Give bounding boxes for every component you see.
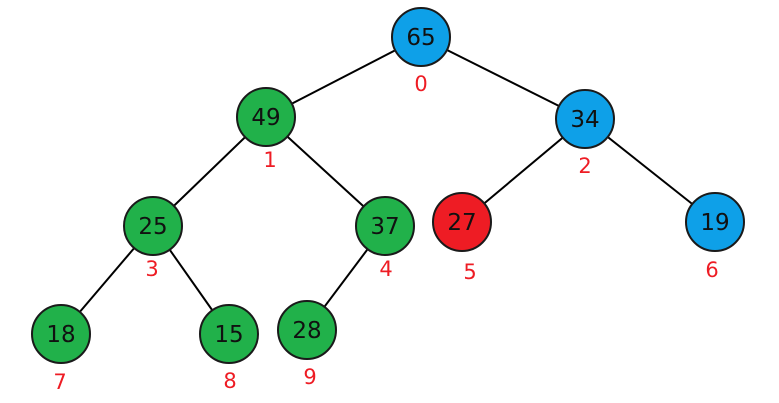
node-index-label: 6 — [705, 258, 718, 282]
node-circle — [277, 300, 337, 360]
node-index-label: 9 — [303, 365, 316, 389]
heap-node-9: 28 9 — [277, 300, 337, 389]
node-index-label: 8 — [223, 369, 236, 393]
heap-node-5: 27 5 — [432, 192, 492, 284]
heap-node-1: 49 1 — [236, 87, 296, 172]
node-value: 27 — [447, 210, 476, 236]
node-index-label: 0 — [414, 72, 427, 96]
heap-node-4: 37 4 — [355, 196, 415, 281]
heap-node-0: 65 0 — [391, 7, 451, 96]
node-circle — [31, 304, 91, 364]
node-circle — [391, 7, 451, 67]
node-index-label: 4 — [379, 257, 392, 281]
node-value: 49 — [251, 105, 280, 131]
node-value: 34 — [570, 107, 599, 133]
edge-0-2 — [420, 36, 586, 120]
node-circle — [199, 304, 259, 364]
node-circle — [685, 192, 745, 252]
node-value: 19 — [700, 210, 729, 236]
node-circle — [355, 196, 415, 256]
node-index-label: 2 — [578, 154, 591, 178]
heap-node-6: 19 6 — [685, 192, 745, 282]
node-value: 65 — [406, 25, 435, 51]
node-index-label: 3 — [145, 257, 158, 281]
heap-node-7: 18 7 — [31, 304, 91, 394]
node-value: 28 — [292, 318, 321, 344]
heap-node-3: 25 3 — [123, 196, 183, 281]
node-value: 25 — [138, 214, 167, 240]
node-index-label: 7 — [53, 370, 66, 394]
node-value: 18 — [46, 322, 75, 348]
node-circle — [432, 192, 492, 252]
node-circle — [236, 87, 296, 147]
heap-node-2: 34 2 — [555, 89, 615, 178]
node-index-label: 5 — [463, 260, 476, 284]
node-index-label: 1 — [263, 148, 276, 172]
node-value: 15 — [214, 322, 243, 348]
nodes-layer: 65 0 49 1 34 2 25 3 37 4 27 5 19 6 18 7 15 8 28 9 — [31, 7, 745, 394]
node-value: 37 — [370, 214, 399, 240]
node-circle — [555, 89, 615, 149]
edges-layer — [60, 36, 716, 335]
heap-node-8: 15 8 — [199, 304, 259, 393]
node-circle — [123, 196, 183, 256]
